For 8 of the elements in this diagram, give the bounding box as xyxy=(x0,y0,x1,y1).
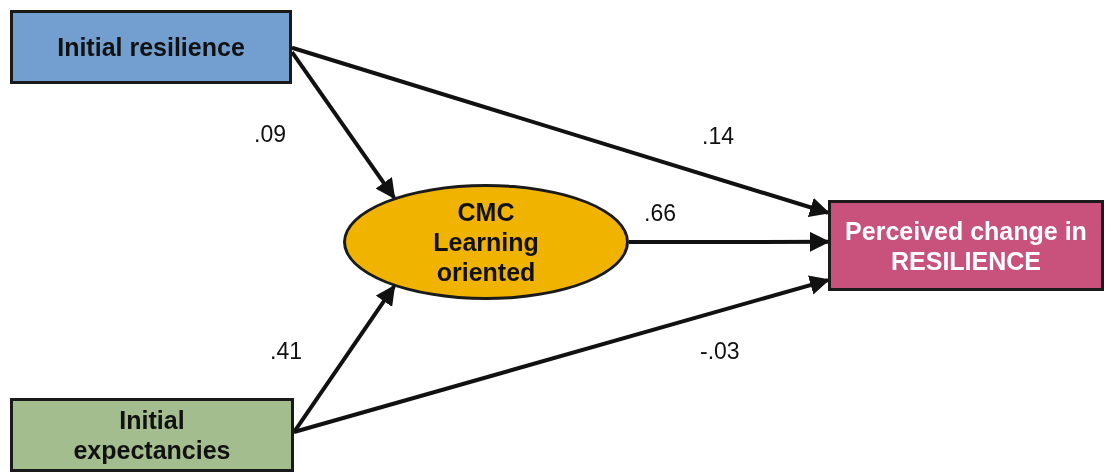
arrow xyxy=(293,275,830,434)
variable-box: Initial expectancies xyxy=(10,398,294,472)
variable-box: Initial resilience xyxy=(10,10,292,84)
mediator-ellipse: CMC Learning oriented xyxy=(343,184,629,300)
arrow xyxy=(290,51,396,200)
variable-box: Perceived change in RESILIENCE xyxy=(828,200,1104,291)
arrow xyxy=(629,231,830,252)
arrow xyxy=(291,45,830,217)
